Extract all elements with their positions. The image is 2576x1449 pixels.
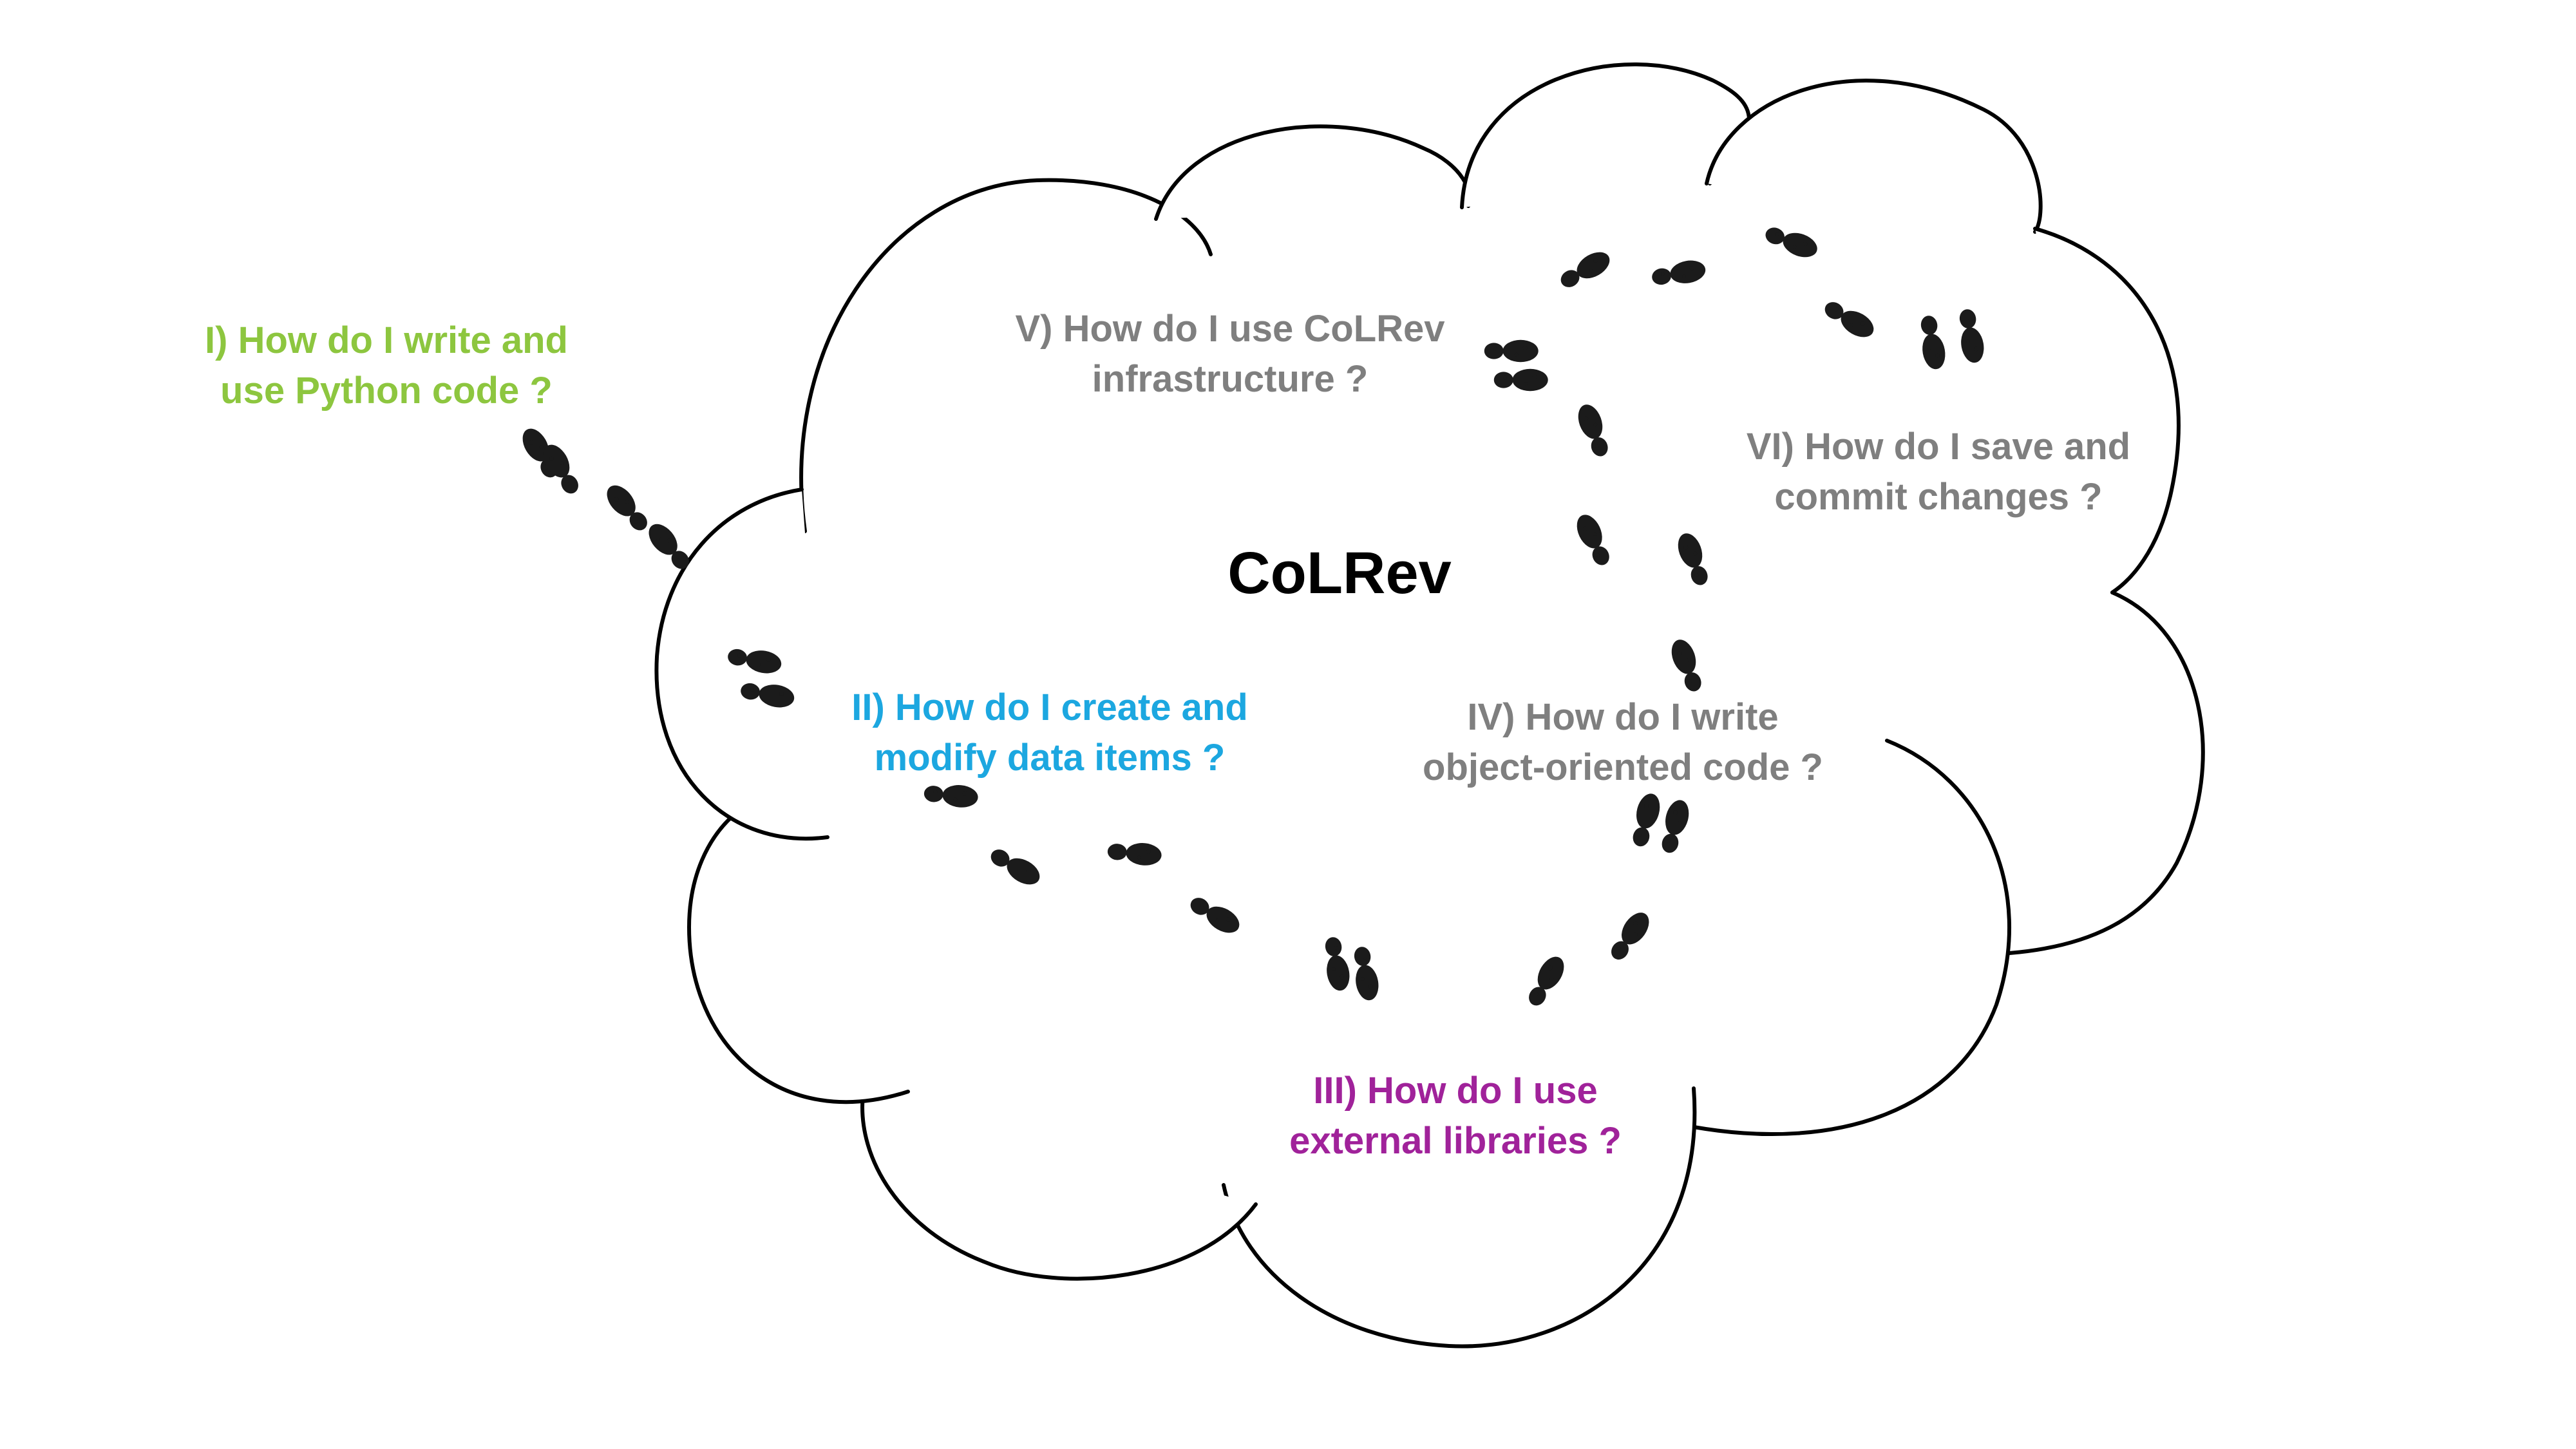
footprint-icon <box>1484 339 1539 363</box>
step-label-4: IV) How do I write object-oriented code … <box>1391 692 1855 793</box>
step-label-1: I) How do I write and use Python code ? <box>180 316 592 417</box>
step-4-line-1: IV) How do I write <box>1467 696 1779 738</box>
step-4-line-2: object-oriented code ? <box>1423 746 1823 789</box>
step-label-3: III) How do I use external libraries ? <box>1249 1066 1662 1167</box>
step-1-line-2: use Python code ? <box>220 370 553 412</box>
step-3-line-1: III) How do I use <box>1313 1070 1598 1112</box>
cloud-shape <box>631 62 2235 1352</box>
step-label-5: V) How do I use CoLRev infrastructure ? <box>979 304 1481 405</box>
footprint-icon <box>1493 368 1548 392</box>
diagram-title: CoLRev <box>1227 540 1452 606</box>
step-5-line-2: infrastructure ? <box>1092 358 1368 401</box>
step-2-line-2: modify data items ? <box>874 737 1226 779</box>
step-6-line-2: commit changes ? <box>1774 476 2103 518</box>
footprint-icon <box>643 518 696 574</box>
footprint-icon <box>601 480 654 536</box>
step-label-2: II) How do I create and modify data item… <box>818 683 1282 784</box>
step-6-line-1: VI) How do I save and <box>1746 426 2131 468</box>
step-3-line-2: external libraries ? <box>1289 1120 1622 1162</box>
step-5-line-1: V) How do I use CoLRev <box>1015 308 1445 350</box>
step-label-6: VI) How do I save and commit changes ? <box>1719 422 2157 523</box>
step-1-line-1: I) How do I write and <box>205 319 568 361</box>
step-2-line-1: II) How do I create and <box>851 687 1248 728</box>
